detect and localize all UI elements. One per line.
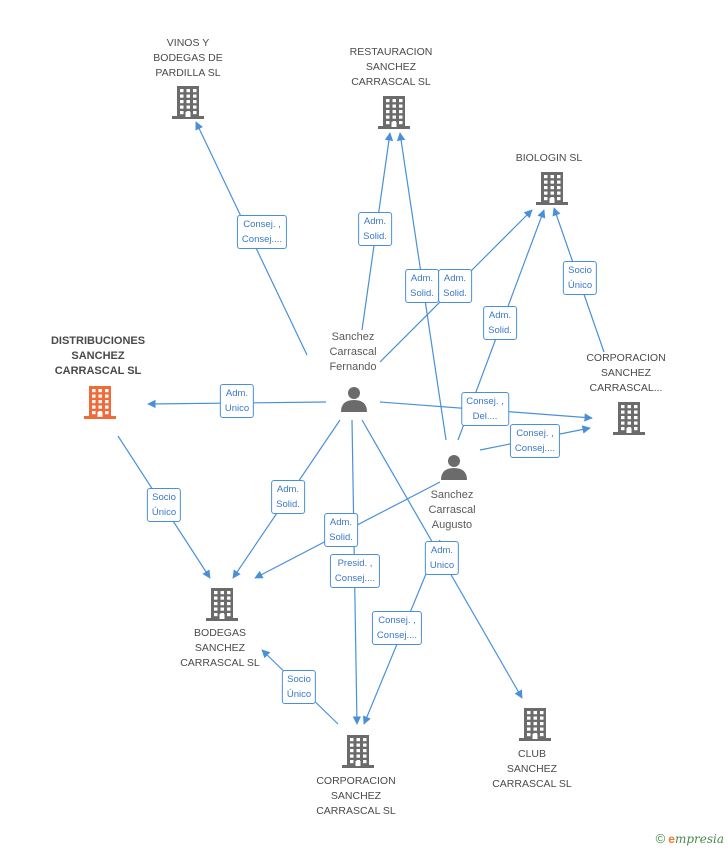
person-label-fernando[interactable]: Sanchez Carrascal Fernando <box>329 331 377 373</box>
edge-label-e16[interactable]: Socio Único <box>281 670 317 704</box>
company-label-bodegas[interactable]: BODEGAS SANCHEZ CARRASCAL SL <box>180 627 260 669</box>
footer-brand: ©empresia <box>656 831 724 846</box>
brand-initial: e <box>668 832 675 846</box>
edge-label-e4[interactable]: Adm. Solid. <box>438 269 472 303</box>
building-icon-corporacion_bottom[interactable] <box>342 735 374 768</box>
edge-label-e2[interactable]: Adm. Solid. <box>358 212 392 246</box>
edge-label-e12[interactable]: Adm. Solid. <box>324 513 358 547</box>
building-icon-corporacion_right[interactable] <box>613 402 645 435</box>
edge-label-e7[interactable]: Adm. Unico <box>219 384 255 418</box>
edge-label-e14[interactable]: Adm. Unico <box>424 541 460 575</box>
company-label-corporacion_right[interactable]: CORPORACION SANCHEZ CARRASCAL... <box>586 352 666 394</box>
edge-label-e8[interactable]: Consej. , Del.... <box>461 392 509 426</box>
edge-label-e5[interactable]: Adm. Solid. <box>483 306 517 340</box>
edge-label-e11[interactable]: Adm. Solid. <box>271 480 305 514</box>
company-label-biologin[interactable]: BIOLOGIN SL <box>515 152 583 164</box>
edge-label-e9[interactable]: Consej. , Consej.... <box>509 424 561 458</box>
edge-label-e1[interactable]: Consej. , Consej.... <box>236 215 288 249</box>
person-icon-augusto[interactable] <box>441 455 467 480</box>
company-label-corporacion_bottom[interactable]: CORPORACION SANCHEZ CARRASCAL SL <box>316 775 396 817</box>
company-label-vinos[interactable]: VINOS Y BODEGAS DE PARDILLA SL <box>153 37 223 79</box>
edge-label-e13[interactable]: Presid. , Consej.... <box>329 554 381 588</box>
building-icon-vinos[interactable] <box>172 86 204 119</box>
brand-name: mpresia <box>674 832 724 846</box>
person-icon-fernando[interactable] <box>341 387 367 412</box>
building-icon-bodegas[interactable] <box>206 588 238 621</box>
company-label-club[interactable]: CLUB SANCHEZ CARRASCAL SL <box>492 748 572 790</box>
building-icon-restauracion[interactable] <box>378 96 410 129</box>
person-label-augusto[interactable]: Sanchez Carrascal Augusto <box>428 489 476 531</box>
edge-label-e10[interactable]: Socio Único <box>146 488 182 522</box>
copyright-symbol: © <box>655 831 666 846</box>
company-label-restauracion[interactable]: RESTAURACION SANCHEZ CARRASCAL SL <box>349 46 433 88</box>
edge-label-e15[interactable]: Consej. , Consej.... <box>371 611 423 645</box>
building-icon-club[interactable] <box>519 708 551 741</box>
building-icon-biologin[interactable] <box>536 172 568 205</box>
company-label-distribuciones[interactable]: DISTRIBUCIONES SANCHEZ CARRASCAL SL <box>50 335 146 377</box>
edge-label-e3[interactable]: Adm. Solid. <box>405 269 439 303</box>
edge-label-e6[interactable]: Socio Único <box>562 261 598 295</box>
building-icon-distribuciones[interactable] <box>84 386 116 419</box>
